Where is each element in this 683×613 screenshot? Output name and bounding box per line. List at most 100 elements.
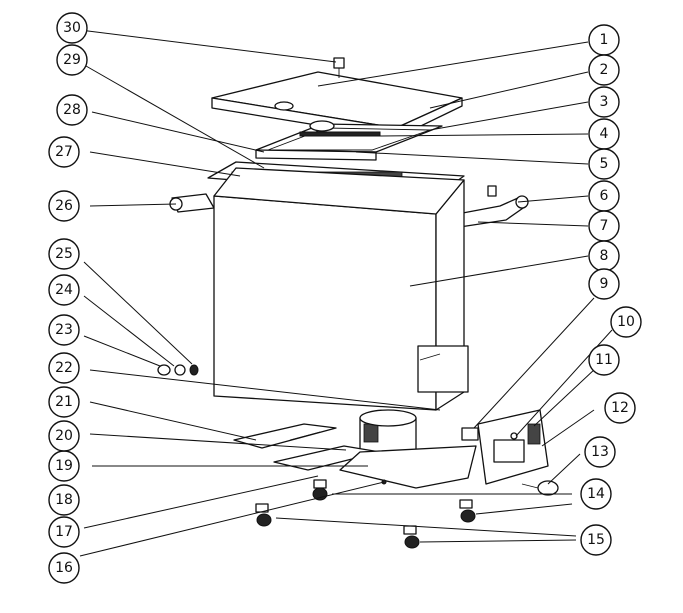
callout-15: 15 [580, 524, 612, 556]
control-panel [461, 409, 549, 485]
callout-19: 19 [48, 450, 80, 482]
grommets [157, 364, 199, 376]
callout-30: 30 [56, 12, 88, 44]
callout-number: 16 [55, 560, 73, 576]
parts-drawing [157, 57, 559, 549]
callout-number: 17 [55, 524, 73, 540]
callout-circle [48, 484, 80, 516]
callout-number: 4 [600, 126, 609, 142]
lid-knob [333, 57, 345, 78]
callout-number: 25 [55, 246, 73, 262]
callout-circle [588, 148, 620, 180]
callout-number: 6 [600, 188, 609, 204]
callout-21: 21 [48, 386, 80, 418]
callout-circle [48, 136, 80, 168]
callout-number: 18 [55, 492, 73, 508]
callout-number: 29 [63, 52, 81, 68]
callout-22: 22 [48, 352, 80, 384]
callout-number: 19 [55, 458, 73, 474]
callout-number: 7 [600, 218, 609, 234]
caster-15 [403, 525, 420, 549]
callout-circle [48, 516, 80, 548]
callout-number: 12 [611, 400, 629, 416]
callout-20: 20 [48, 420, 80, 452]
callout-number: 14 [587, 486, 605, 502]
cabinet-body [213, 167, 469, 411]
callout-8: 8 [588, 240, 620, 272]
callout-circle [588, 54, 620, 86]
caster-14 [459, 499, 476, 523]
callout-circle [56, 94, 88, 126]
callout-29: 29 [56, 44, 88, 76]
callout-number: 8 [600, 248, 609, 264]
callout-number: 26 [55, 198, 73, 214]
callout-circle [48, 420, 80, 452]
callout-circle [604, 392, 636, 424]
callout-number: 24 [55, 282, 73, 298]
callout-circle [48, 352, 80, 384]
callout-23: 23 [48, 314, 80, 346]
callout-27: 27 [48, 136, 80, 168]
callout-9: 9 [588, 268, 620, 300]
callout-circle [584, 436, 616, 468]
callout-number: 20 [55, 428, 73, 444]
callout-number: 27 [55, 144, 73, 160]
callout-16: 16 [48, 552, 80, 584]
callout-24: 24 [48, 274, 80, 306]
callout-number: 13 [591, 444, 609, 460]
callout-13: 13 [584, 436, 616, 468]
callout-26: 26 [48, 190, 80, 222]
callout-number: 28 [63, 102, 81, 118]
callout-number: 3 [600, 94, 609, 110]
callout-12: 12 [604, 392, 636, 424]
caster-16 [255, 503, 272, 527]
callout-5: 5 [588, 148, 620, 180]
callout-number: 10 [617, 314, 635, 330]
bottom-plates [233, 423, 477, 489]
callout-10: 10 [610, 306, 642, 338]
callout-circle [56, 12, 88, 44]
callout-17: 17 [48, 516, 80, 548]
callout-6: 6 [588, 180, 620, 212]
callout-circle [48, 238, 80, 270]
callout-circle [48, 386, 80, 418]
callout-number: 15 [587, 532, 605, 548]
callout-28: 28 [56, 94, 88, 126]
callout-circle [48, 552, 80, 584]
callout-1: 1 [588, 24, 620, 56]
gasket-frame [255, 120, 443, 161]
callout-3: 3 [588, 86, 620, 118]
callout-11: 11 [588, 344, 620, 376]
callout-circle [588, 268, 620, 300]
callout-14: 14 [580, 478, 612, 510]
callout-circle [56, 44, 88, 76]
callout-18: 18 [48, 484, 80, 516]
callout-circle [580, 524, 612, 556]
callout-2: 2 [588, 54, 620, 86]
callout-circle [588, 86, 620, 118]
callout-number: 30 [63, 20, 81, 36]
callout-4: 4 [588, 118, 620, 150]
callout-number: 11 [595, 352, 613, 368]
callout-7: 7 [588, 210, 620, 242]
callout-25: 25 [48, 238, 80, 270]
callout-circle [580, 478, 612, 510]
power-plug [521, 480, 559, 496]
callout-number: 1 [600, 32, 609, 48]
callout-circle [48, 314, 80, 346]
casters [255, 479, 476, 549]
callout-number: 2 [600, 62, 609, 78]
callout-circle [48, 274, 80, 306]
callout-circle [48, 190, 80, 222]
callout-number: 21 [55, 394, 73, 410]
caster-17 [312, 479, 328, 501]
callout-circle [588, 344, 620, 376]
callout-number: 9 [600, 276, 609, 292]
callout-number: 5 [600, 156, 609, 172]
callout-labels: 1234567891011121314151617181920212223242… [48, 12, 642, 584]
leader-lines [79, 29, 613, 557]
callout-number: 22 [55, 360, 73, 376]
callout-circle [610, 306, 642, 338]
callout-number: 23 [55, 322, 73, 338]
